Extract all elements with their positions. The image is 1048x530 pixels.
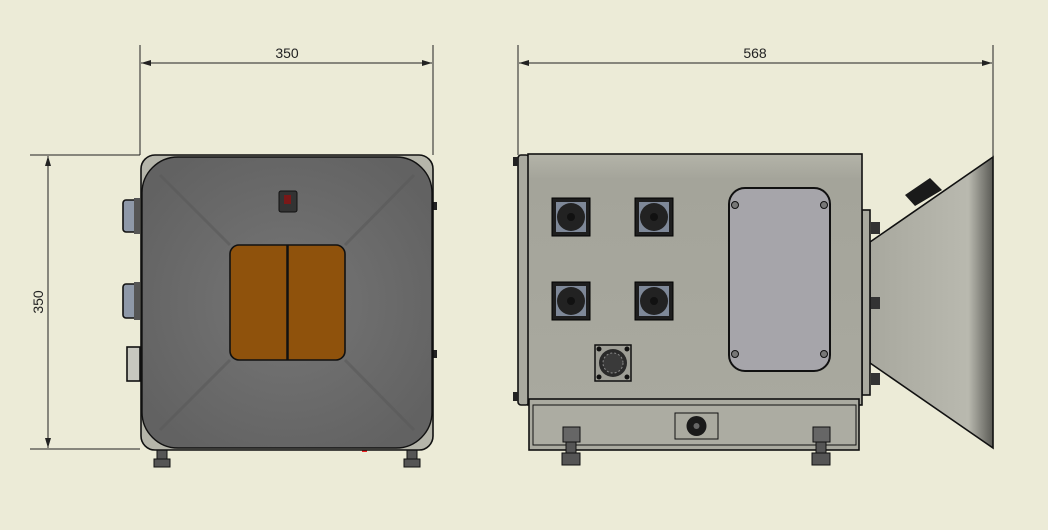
side-view: 568 — [513, 45, 994, 466]
microwave-window — [229, 244, 346, 361]
front-feet — [153, 449, 421, 468]
front-width-dimension: 350 — [139, 45, 434, 155]
front-view: 350 350 — [30, 45, 437, 468]
front-height-dimension: 350 — [30, 154, 140, 450]
front-height-label: 350 — [30, 290, 46, 314]
side-length-dimension: 568 — [517, 45, 994, 157]
signal-connector — [594, 344, 632, 382]
horn-antenna — [861, 155, 994, 450]
side-feet — [561, 426, 831, 466]
access-window — [728, 187, 831, 372]
side-length-label: 568 — [743, 45, 767, 61]
power-connectors — [551, 197, 674, 321]
left-connectors — [122, 198, 141, 382]
front-width-label: 350 — [275, 45, 299, 61]
